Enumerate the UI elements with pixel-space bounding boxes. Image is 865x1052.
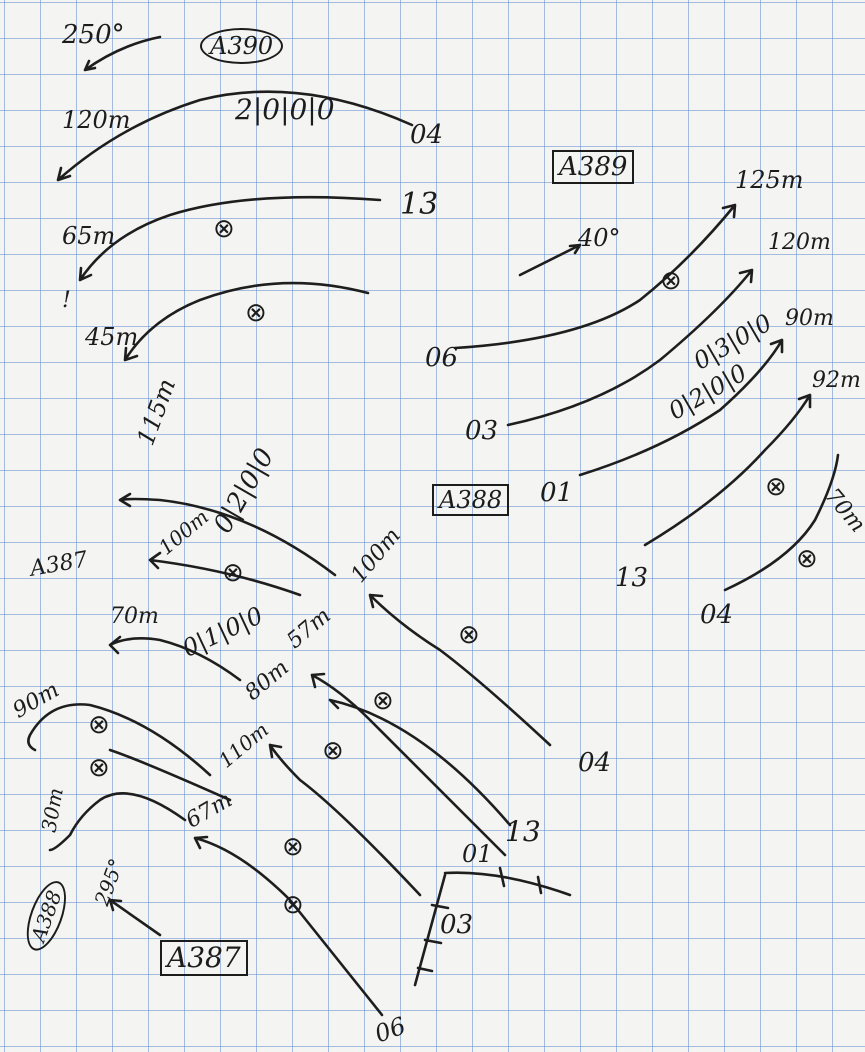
lane-03-distance: 120m: [768, 230, 831, 255]
aircraft-tag-a387-box: A387: [160, 940, 248, 976]
crossing-symbol: ⊗: [245, 298, 267, 328]
lane-06-curve: [453, 203, 737, 350]
lane-06-start-label: 06: [425, 343, 459, 373]
threshold-horizontal: [443, 871, 572, 897]
lane-13-curve: [78, 195, 382, 282]
heading-arrow-250: [83, 35, 162, 72]
heading-arrow-295: [108, 898, 162, 937]
lane-01-curve: [578, 338, 784, 477]
lane-110-curve: [108, 748, 232, 802]
crossing-symbol: ⊗: [372, 686, 394, 716]
lane-04-right-curve: [723, 453, 840, 592]
lane-06-distance: 125m: [735, 166, 804, 194]
lane-third-curve: [123, 281, 370, 362]
lane-90-curve: [27, 703, 212, 777]
lane-04-end-label: 04: [410, 120, 444, 150]
lane-03-bottom-curve: [268, 743, 422, 897]
lane-04-right-start-label: 04: [700, 600, 734, 630]
lane-04-distance: 120m: [62, 106, 131, 134]
lane-70-curve: [108, 635, 242, 682]
lane-13-end-label: 13: [400, 187, 439, 222]
lane-30-curve: [48, 792, 187, 852]
lane-mid-upper-curve-2: [148, 551, 302, 597]
crossing-symbol: ⊗: [796, 544, 818, 574]
lane-13-distance: 65m: [62, 222, 116, 250]
distance-70: 70m: [110, 604, 159, 629]
lane-13-right-curve: [643, 393, 812, 547]
aircraft-tag-a388: A388: [432, 484, 510, 516]
lane-04-curve: [56, 90, 414, 182]
aircraft-tag-a390: A390: [200, 28, 284, 64]
threshold-vertical: [413, 873, 447, 987]
lane-third-distance: 45m: [85, 323, 139, 351]
lane-01-start-label: 01: [540, 478, 574, 508]
crossing-symbol: ⊗: [88, 710, 110, 740]
aircraft-tag-a389: A389: [552, 150, 635, 184]
exclamation-mark: !: [62, 288, 71, 313]
heading-arrow-40: [518, 243, 582, 277]
heading-40-label: 40°: [578, 224, 621, 252]
crossing-symbol: ⊗: [282, 832, 304, 862]
lane-04-bottom-curve: [368, 593, 552, 747]
threshold-ticks: [416, 866, 543, 973]
lane-04-bottom-label: 04: [578, 748, 612, 778]
lane-03-curve: [506, 268, 754, 427]
lane-03-bottom-label: 03: [440, 910, 474, 940]
lane-03-start-label: 03: [465, 416, 499, 446]
heading-250-label: 250°: [62, 20, 125, 50]
lane-13-right-start-label: 13: [615, 563, 649, 593]
lane-06-bottom-curve: [193, 835, 384, 1017]
crossing-symbol: ⊗: [213, 214, 235, 244]
lane-13-bottom-curve: [328, 698, 512, 827]
crossing-symbol: ⊗: [660, 266, 682, 296]
crossing-symbol: ⊗: [222, 558, 244, 588]
crossing-symbol: ⊗: [282, 890, 304, 920]
crossing-symbol: ⊗: [88, 753, 110, 783]
crossing-symbol: ⊗: [765, 472, 787, 502]
lane-01-distance: 90m: [785, 306, 834, 331]
lane-mid-upper-curve: [118, 492, 337, 577]
lane-13-right-distance: 92m: [812, 368, 861, 393]
crossing-symbol: ⊗: [322, 736, 344, 766]
lane-04-code: 2|0|0|0: [235, 93, 335, 126]
crossing-symbol: ⊗: [458, 620, 480, 650]
lane-01-bottom-curve: [310, 672, 507, 857]
lane-01-bottom-label: 01: [462, 840, 493, 868]
lane-13-bottom-label: 13: [505, 815, 541, 848]
